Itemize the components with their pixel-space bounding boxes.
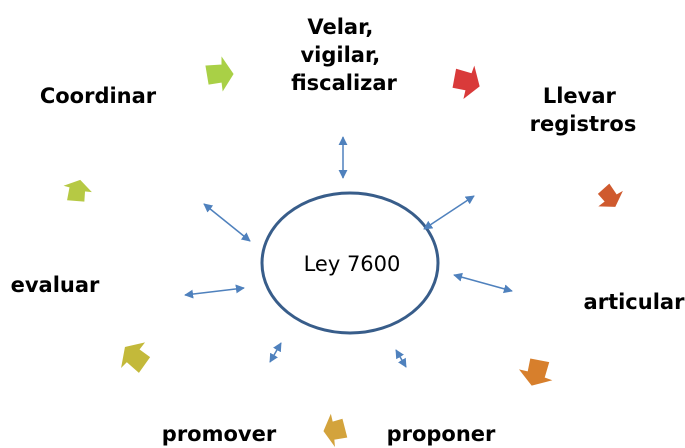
connectors bbox=[184, 136, 513, 368]
cycle-arrow-velar-icon bbox=[205, 56, 234, 92]
cycle-arrows bbox=[63, 56, 623, 447]
label-articular: articular bbox=[584, 290, 685, 314]
label-proponer: proponer bbox=[387, 422, 496, 446]
center-node: Ley 7600 bbox=[260, 191, 440, 335]
connector-evaluar bbox=[184, 284, 245, 299]
connector-articular bbox=[453, 272, 513, 294]
label-evaluar: evaluar bbox=[11, 273, 100, 297]
connector-promover bbox=[269, 342, 282, 363]
cycle-arrow-articular-icon bbox=[597, 183, 623, 207]
center-label: Ley 7600 bbox=[304, 252, 401, 276]
connector-llevar bbox=[423, 195, 475, 230]
cycle-arrow-evaluar-icon bbox=[121, 342, 151, 373]
cycle-arrow-llevar-icon bbox=[452, 65, 480, 100]
connector-coordinar bbox=[203, 203, 251, 242]
label-llevar: Llevar registros bbox=[530, 84, 637, 136]
center-circle bbox=[260, 191, 440, 335]
label-velar: Velar, vigilar, fiscalizar bbox=[291, 15, 397, 95]
labels: Velar, vigilar, fiscalizar Llevar regist… bbox=[11, 15, 685, 446]
cycle-arrow-coordinar-icon bbox=[63, 179, 92, 202]
cycle-arrow-proponer-icon bbox=[518, 358, 553, 386]
label-promover: promover bbox=[162, 422, 277, 446]
label-coordinar: Coordinar bbox=[40, 84, 157, 108]
cycle-arrow-promover-icon bbox=[323, 413, 348, 447]
connector-proponer bbox=[395, 349, 407, 368]
